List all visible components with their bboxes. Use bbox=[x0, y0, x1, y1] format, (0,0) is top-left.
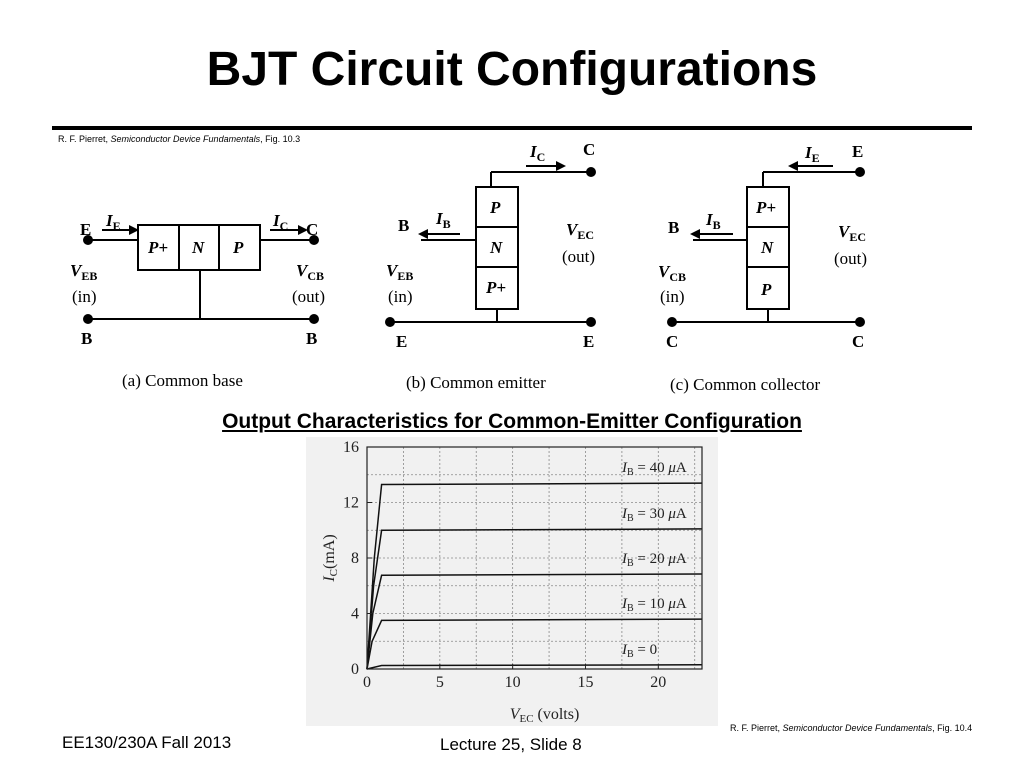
region-label: N bbox=[760, 238, 774, 257]
voltage-tag: (out) bbox=[834, 249, 867, 268]
series-label: IB = 0 bbox=[621, 642, 657, 660]
terminal-label: C bbox=[306, 220, 318, 239]
diagram-caption: (a) Common base bbox=[122, 371, 243, 390]
region-label: N bbox=[489, 238, 503, 257]
region-label: N bbox=[191, 238, 205, 257]
terminal-dot bbox=[667, 317, 677, 327]
arrow-right-icon bbox=[298, 225, 308, 235]
x-tick-label: 20 bbox=[650, 674, 666, 691]
current-label: IB bbox=[705, 210, 721, 232]
voltage-label: VEB bbox=[386, 261, 413, 283]
voltage-tag: (in) bbox=[388, 287, 413, 306]
terminal-dot bbox=[385, 317, 395, 327]
diagram-caption: (c) Common collector bbox=[670, 375, 820, 394]
terminal-dot bbox=[309, 235, 319, 245]
voltage-tag: (in) bbox=[72, 287, 97, 306]
terminal-label: B bbox=[306, 329, 317, 348]
current-label: IB bbox=[435, 209, 451, 231]
y-tick-label: 16 bbox=[343, 439, 359, 456]
voltage-label: VEC bbox=[838, 222, 866, 244]
voltage-tag: (out) bbox=[562, 247, 595, 266]
voltage-label: VEC bbox=[566, 220, 594, 242]
terminal-dot bbox=[855, 317, 865, 327]
footer-slide-number: Lecture 25, Slide 8 bbox=[440, 735, 582, 754]
region-label: P bbox=[232, 238, 244, 257]
current-label: IC bbox=[529, 142, 545, 164]
series-label: IB = 10 μA bbox=[621, 596, 687, 614]
citation-bottom: R. F. Pierret, Semiconductor Device Fund… bbox=[730, 723, 973, 733]
voltage-label: VEB bbox=[70, 261, 97, 283]
arrow-left-icon bbox=[690, 229, 700, 239]
output-characteristics-chart-panel: 0 5 10 15 20 0 4 8 12 16 IB = 40 μA IB = 30 μA IB =… bbox=[306, 437, 718, 726]
y-tick-label: 8 bbox=[351, 550, 359, 567]
region-label: P bbox=[760, 280, 772, 299]
bjt-configurations-diagram: E C B B IE IC P+ N P VEB (in) VCB (out) … bbox=[70, 140, 867, 394]
terminal-label: E bbox=[852, 142, 863, 161]
terminal-dot bbox=[309, 314, 319, 324]
terminal-label: B bbox=[81, 329, 92, 348]
y-axis-title: IC(mA) bbox=[321, 534, 340, 582]
chart-heading: Output Characteristics for Common-Emitte… bbox=[222, 410, 802, 433]
current-label: IC bbox=[272, 211, 288, 233]
series-curve bbox=[366, 573, 703, 670]
arrow-left-icon bbox=[418, 229, 428, 239]
terminal-dot bbox=[586, 167, 596, 177]
citation-top: R. F. Pierret, Semiconductor Device Fund… bbox=[58, 134, 301, 144]
region-label: P+ bbox=[755, 198, 776, 217]
y-tick-label: 12 bbox=[343, 495, 359, 512]
x-tick-label: 10 bbox=[505, 674, 521, 691]
y-tick-label: 4 bbox=[351, 606, 359, 623]
terminal-label: C bbox=[666, 332, 678, 351]
x-tick-label: 5 bbox=[436, 674, 444, 691]
terminal-label: E bbox=[396, 332, 407, 351]
arrow-left-icon bbox=[788, 161, 798, 171]
terminal-label: B bbox=[668, 218, 679, 237]
terminal-label: E bbox=[583, 332, 594, 351]
arrow-right-icon bbox=[129, 225, 139, 235]
footer-course: EE130/230A Fall 2013 bbox=[62, 733, 232, 752]
x-tick-label: 15 bbox=[577, 674, 593, 691]
terminal-label: E bbox=[80, 220, 91, 239]
terminal-dot bbox=[586, 317, 596, 327]
arrow-right-icon bbox=[556, 161, 566, 171]
x-tick-label: 0 bbox=[363, 674, 371, 691]
y-tick-label: 0 bbox=[351, 661, 359, 678]
series-curve bbox=[366, 618, 703, 670]
slide-title: BJT Circuit Configurations bbox=[206, 43, 818, 96]
terminal-dot bbox=[83, 314, 93, 324]
output-characteristics-chart: 0 5 10 15 20 0 4 8 12 16 IB = 40 μA IB = 30 μA IB =… bbox=[321, 439, 703, 725]
terminal-label: B bbox=[398, 216, 409, 235]
region-label: P bbox=[489, 198, 501, 217]
series-label: IB = 40 μA bbox=[621, 460, 687, 478]
series-label: IB = 30 μA bbox=[621, 506, 687, 524]
voltage-label: VCB bbox=[658, 262, 686, 284]
region-label: P+ bbox=[485, 278, 506, 297]
diagram-caption: (b) Common emitter bbox=[406, 373, 546, 392]
terminal-label: C bbox=[852, 332, 864, 351]
current-label: IE bbox=[804, 143, 820, 165]
terminal-label: C bbox=[583, 140, 595, 159]
voltage-tag: (in) bbox=[660, 287, 685, 306]
current-label: IE bbox=[105, 211, 121, 233]
terminal-dot bbox=[855, 167, 865, 177]
title-divider bbox=[52, 126, 972, 130]
x-axis-title: VEC (volts) bbox=[510, 706, 580, 725]
series-curve bbox=[366, 664, 703, 670]
voltage-tag: (out) bbox=[292, 287, 325, 306]
terminal-dot bbox=[83, 235, 93, 245]
series-curve bbox=[366, 528, 703, 670]
series-label: IB = 20 μA bbox=[621, 551, 687, 569]
region-label: P+ bbox=[147, 238, 168, 257]
voltage-label: VCB bbox=[296, 261, 324, 283]
